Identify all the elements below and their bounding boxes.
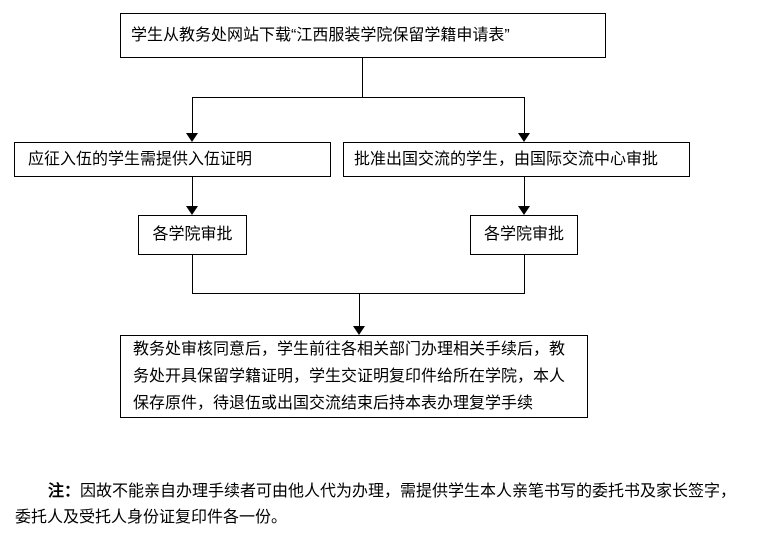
- connector-enlist-to-college: [192, 177, 193, 207]
- connector-left-merge-drop: [192, 255, 193, 293]
- connector-merge-stem: [359, 293, 360, 326]
- node-college-approval-left-label: 各学院审批: [152, 226, 233, 243]
- node-college-approval-right-label: 各学院审批: [483, 226, 564, 243]
- arrowhead-down-icon: [518, 133, 530, 142]
- node-final-procedure: 教务处审核同意后，学生前往各相关部门办理相关手续后，教务处开具保留学籍证明，学生…: [120, 335, 588, 418]
- connector-right-merge-drop: [524, 255, 525, 293]
- arrowhead-down-icon: [186, 206, 198, 215]
- note-text: 因故不能亲自办理手续者可由他人代为办理，需提供学生本人亲笔书写的委托书及家长签字…: [15, 483, 737, 526]
- node-download-form: 学生从教务处网站下载“江西服装学院保留学籍申请表”: [120, 13, 606, 58]
- arrowhead-down-icon: [186, 133, 198, 142]
- note-label: 注：: [48, 483, 81, 500]
- connector-left-drop: [192, 97, 193, 134]
- arrowhead-down-icon: [518, 206, 530, 215]
- connector-split-bar: [192, 97, 525, 98]
- connector-merge-bar: [192, 293, 525, 294]
- node-enlist-requirement-label: 应征入伍的学生需提供入伍证明: [28, 150, 253, 168]
- node-study-abroad-approval: 批准出国交流的学生，由国际交流中心审批: [343, 142, 690, 177]
- arrowhead-down-icon: [353, 326, 365, 335]
- connector-abroad-to-college: [524, 177, 525, 207]
- node-college-approval-right: 各学院审批: [470, 215, 578, 255]
- connector-top-stem: [362, 58, 363, 97]
- connector-right-drop: [524, 97, 525, 134]
- node-enlist-requirement: 应征入伍的学生需提供入伍证明: [14, 142, 331, 177]
- node-final-procedure-label: 教务处审核同意后，学生前往各相关部门办理相关手续后，教务处开具保留学籍证明，学生…: [133, 341, 566, 412]
- note: 注：因故不能亲自办理手续者可由他人代为办理，需提供学生本人亲笔书写的委托书及家长…: [15, 479, 751, 531]
- node-download-form-label: 学生从教务处网站下载“江西服装学院保留学籍申请表”: [131, 26, 510, 44]
- node-study-abroad-approval-label: 批准出国交流的学生，由国际交流中心审批: [354, 150, 659, 168]
- node-college-approval-left: 各学院审批: [138, 215, 247, 255]
